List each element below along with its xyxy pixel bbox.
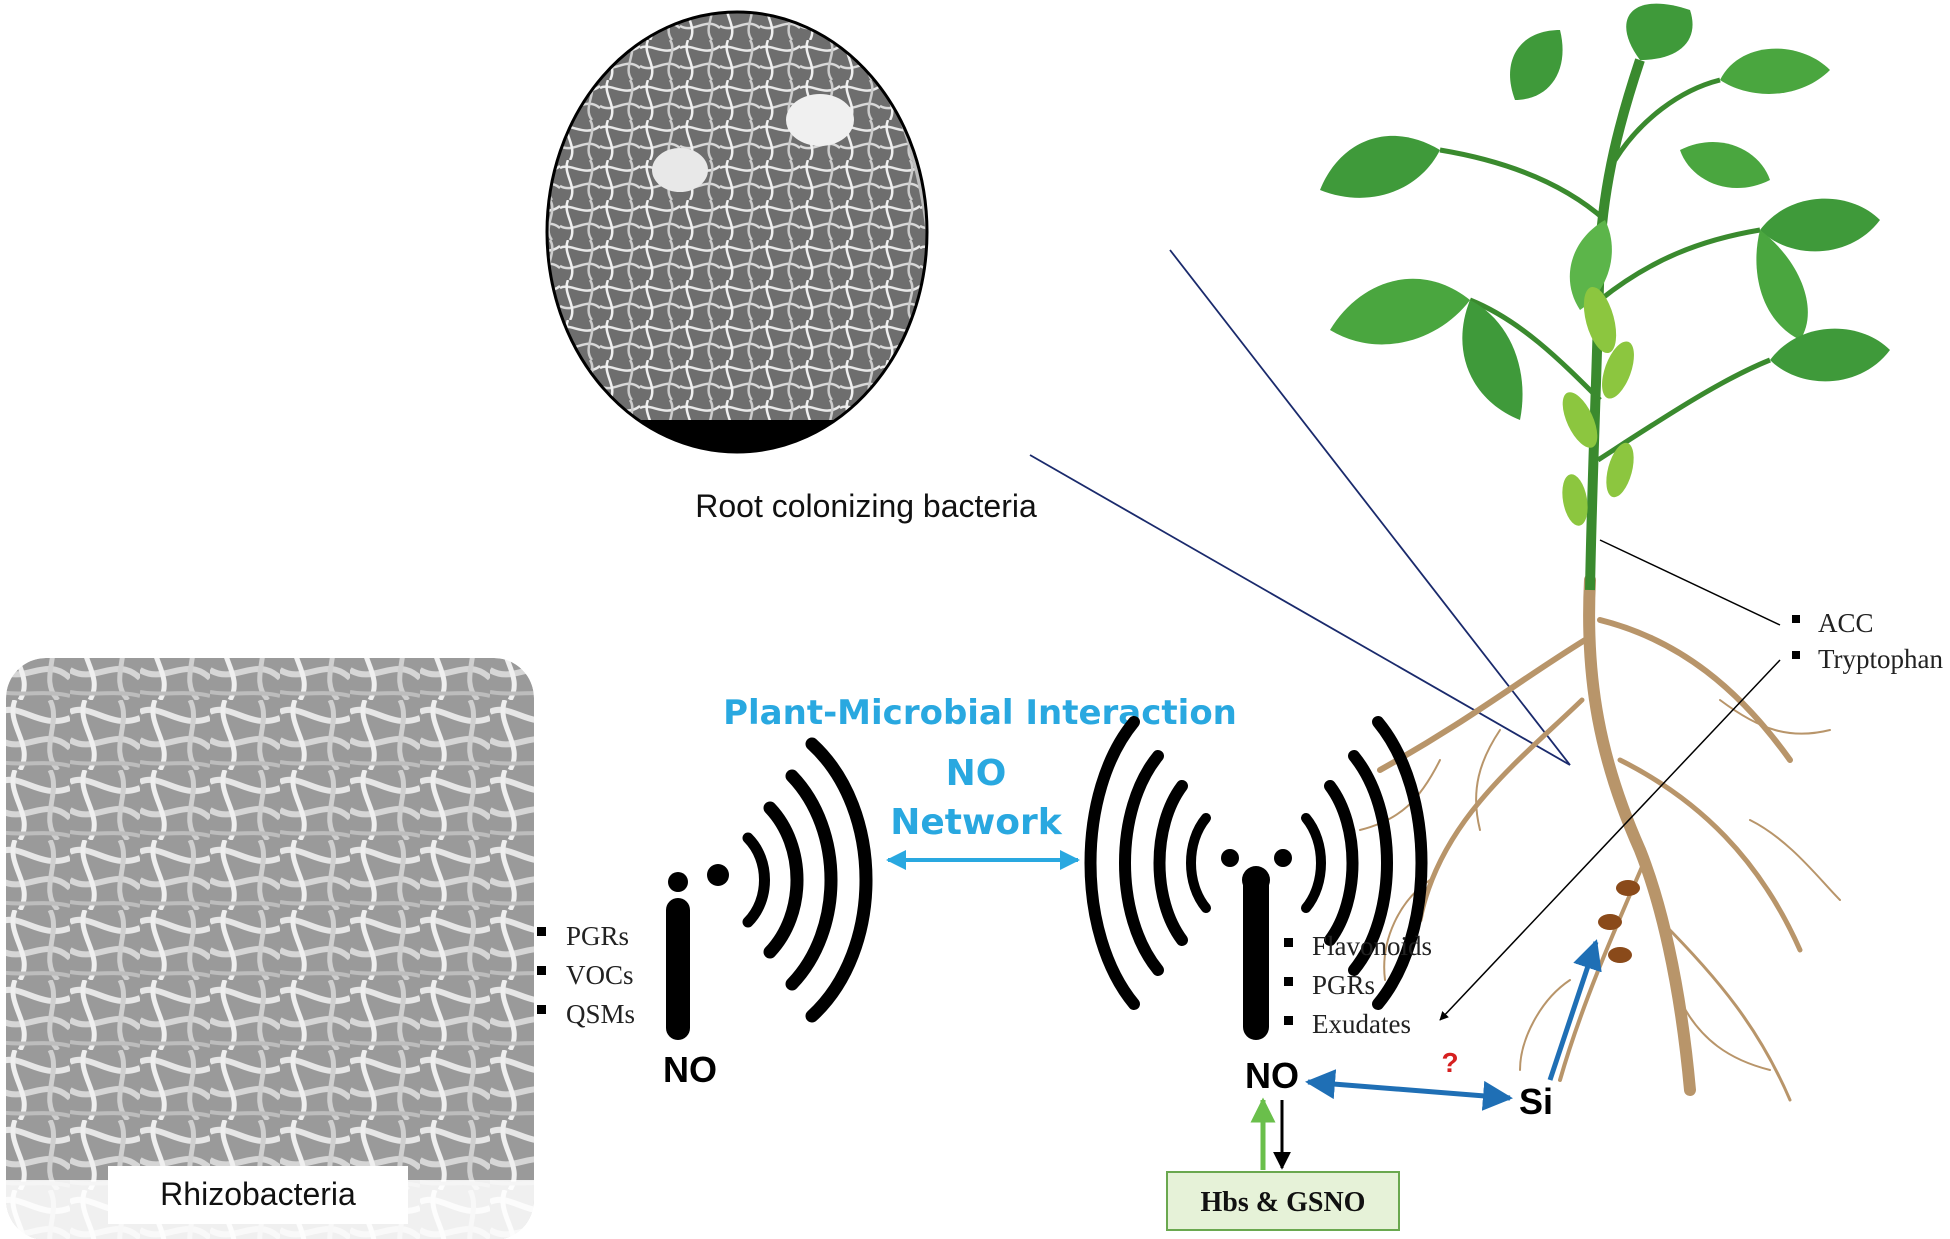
- zoom-line-top: [1169, 249, 1571, 766]
- wifi-signal-icon-left: [666, 737, 873, 1040]
- title-line-1: Plant-Microbial Interaction: [723, 693, 1237, 733]
- no-label-right: NO: [1245, 1055, 1299, 1096]
- question-mark: ?: [1441, 1047, 1458, 1078]
- bacteria-bullet-list: PGRs VOCs QSMs: [537, 921, 635, 1029]
- stem-bullet-acc: ACC: [1818, 608, 1874, 638]
- si-nodule-arrow: [1547, 939, 1602, 1081]
- si-label: Si: [1519, 1081, 1553, 1122]
- wifi-signal-icon-right: [1084, 716, 1428, 1040]
- stem-pointer-line: [1599, 539, 1781, 626]
- no-label-left: NO: [663, 1049, 717, 1090]
- hbs-gsno-label: Hbs & GSNO: [1201, 1187, 1366, 1218]
- rhizobacteria-label: Rhizobacteria: [160, 1176, 356, 1212]
- bacteria-bullet-pgrs: PGRs: [566, 921, 629, 951]
- exudates-pointer-line: [1439, 659, 1781, 1021]
- plant-bullet-list: Flavonoids PGRs Exudates: [1284, 931, 1432, 1039]
- no-si-arrow: [1305, 1069, 1513, 1111]
- rhizobacteria-micrograph: [6, 658, 534, 1239]
- stem-bullet-list: ACC Tryptophan: [1792, 608, 1944, 674]
- title-line-3: Network: [890, 802, 1062, 843]
- plant-icon: [1320, 3, 1890, 1102]
- plant-bullet-exudates: Exudates: [1312, 1009, 1411, 1039]
- plant-bullet-pgrs: PGRs: [1312, 970, 1375, 1000]
- bacteria-bullet-qsms: QSMs: [566, 999, 635, 1029]
- plant-bullet-flavonoids: Flavonoids: [1312, 931, 1432, 961]
- zoom-line-bottom: [1029, 454, 1571, 766]
- bacteria-bullet-vocs: VOCs: [566, 960, 634, 990]
- title-line-2: NO: [946, 753, 1007, 794]
- root-colonizing-label: Root colonizing bacteria: [695, 488, 1037, 524]
- rhizobacteria-label-box: Rhizobacteria: [108, 1166, 408, 1224]
- stem-bullet-tryptophan: Tryptophan: [1818, 644, 1944, 674]
- root-colonizing-micrograph: [545, 10, 929, 454]
- hbs-gsno-box: Hbs & GSNO: [1166, 1171, 1400, 1231]
